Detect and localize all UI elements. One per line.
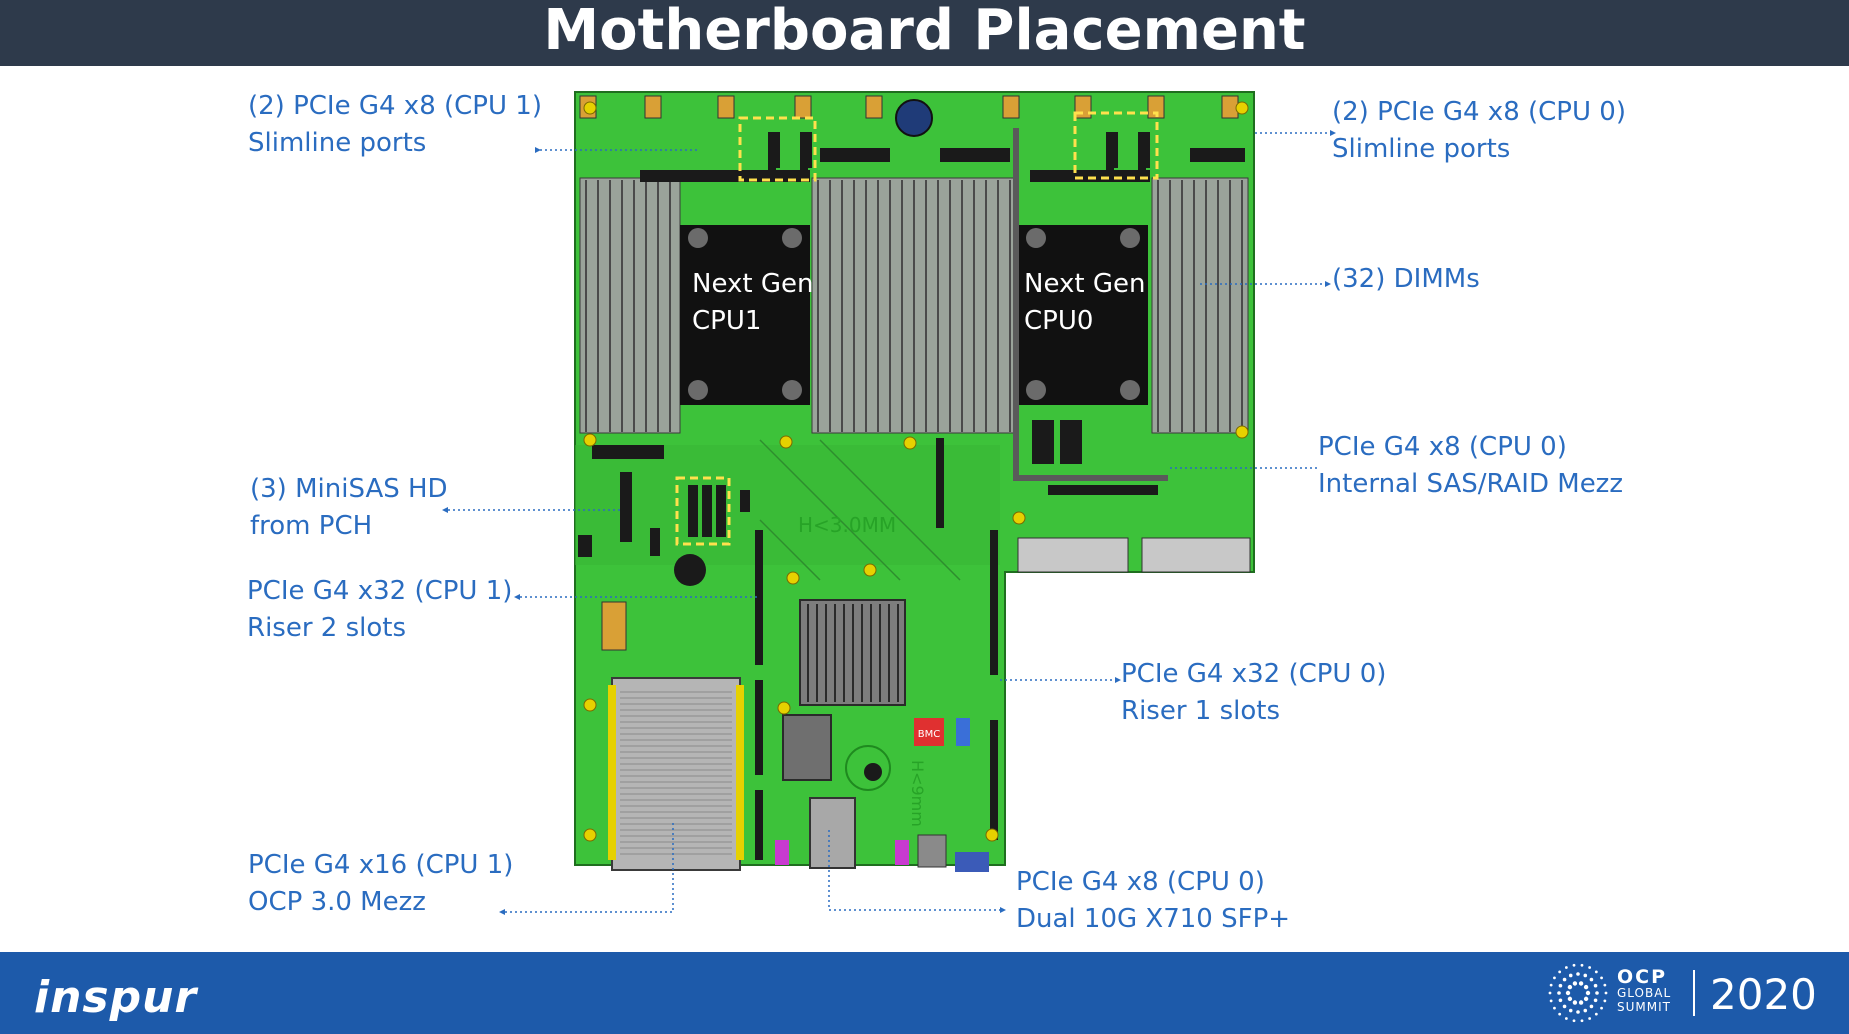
callout-dimms: (32) DIMMs [1332,261,1480,298]
cpu1-socket [680,225,810,405]
callout-slimline-cpu1: (2) PCIe G4 x8 (CPU 1) Slimline ports [248,88,542,162]
cpu1-label-line1: Next Gen [692,269,814,299]
board-fan-header [895,99,933,137]
cpu0-label: Next Gen CPU0 [1024,266,1145,340]
callout-slimline-cpu0-line1: (2) PCIe G4 x8 (CPU 0) [1332,97,1626,127]
callout-ocp-mezz-line1: PCIe G4 x16 (CPU 1) [248,850,514,880]
callout-ocp-mezz: PCIe G4 x16 (CPU 1) OCP 3.0 Mezz [248,847,513,921]
minisas-highlight [675,476,731,546]
callout-riser1-line1: PCIe G4 x32 (CPU 0) [1121,659,1387,689]
bmc-heatsink [782,714,832,781]
callout-riser2-line2: Riser 2 slots [247,613,407,643]
callout-sfp-line2: Dual 10G X710 SFP+ [1016,904,1291,934]
ocp-sunburst-icon [1548,963,1608,1023]
callout-dimms-line1: (32) DIMMs [1332,264,1480,294]
ocp-wordmark: OCP GLOBAL SUMMIT [1617,966,1672,1015]
callout-slimline-cpu1-line1: (2) PCIe G4 x8 (CPU 1) [248,91,542,121]
callout-slimline-cpu0-line2: Slimline ports [1332,134,1511,164]
cpu0-label-line1: Next Gen [1024,269,1146,299]
callout-sas-mezz-line2: Internal SAS/RAID Mezz [1318,469,1623,499]
callout-minisas: (3) MiniSAS HD from PCH [250,471,448,545]
cpu1-label-line2: CPU1 [692,306,762,336]
callout-sfp: PCIe G4 x8 (CPU 0) Dual 10G X710 SFP+ [1016,864,1290,938]
ocp-summit-logo: OCP GLOBAL SUMMIT 2020 [1545,960,1835,1026]
ocp-mezz-cage [611,677,741,871]
ocp-wordmark-global: GLOBAL [1617,986,1672,1000]
height-mark-9mm: H<9mm [908,760,927,827]
dimm-bank-left [579,177,681,434]
slimline-cpu1-highlight [738,116,817,182]
callout-sas-mezz: PCIe G4 x8 (CPU 0) Internal SAS/RAID Mez… [1318,429,1623,503]
bmc-chip [914,718,944,746]
footer-bar: inspur OCP GLOBAL SUMMIT 2020 [0,952,1849,1034]
dimm-bank-right [1151,177,1249,434]
callout-slimline-cpu0: (2) PCIe G4 x8 (CPU 0) Slimline ports [1332,94,1626,168]
callout-riser2-line1: PCIe G4 x32 (CPU 1) [247,576,513,606]
height-mark-3mm: H<3.0MM [798,513,896,537]
cpu0-socket [1018,225,1148,405]
callout-riser2: PCIe G4 x32 (CPU 1) Riser 2 slots [247,573,512,647]
cpu0-label-line2: CPU0 [1024,306,1094,336]
ocp-year: 2020 [1710,970,1817,1019]
ocp-wordmark-summit: SUMMIT [1617,1000,1671,1014]
slide-title: Motherboard Placement [0,0,1849,66]
cpu1-label: Next Gen CPU1 [692,266,813,340]
callout-ocp-mezz-line2: OCP 3.0 Mezz [248,887,426,917]
sfp-cage [809,797,856,869]
callout-sfp-line1: PCIe G4 x8 (CPU 0) [1016,867,1265,897]
ocp-wordmark-ocp: OCP [1617,966,1668,988]
callout-minisas-line1: (3) MiniSAS HD [250,474,448,504]
bmc-chip-label: BMC [918,729,940,740]
inspur-logo: inspur [34,972,198,1023]
ocp-divider [1693,970,1695,1016]
callout-riser1-line2: Riser 1 slots [1121,696,1281,726]
slimline-cpu0-highlight [1073,111,1159,180]
callout-minisas-line2: from PCH [250,511,373,541]
callout-riser1: PCIe G4 x32 (CPU 0) Riser 1 slots [1121,656,1386,730]
callout-slimline-cpu1-line2: Slimline ports [248,128,427,158]
callout-sas-mezz-line1: PCIe G4 x8 (CPU 0) [1318,432,1567,462]
